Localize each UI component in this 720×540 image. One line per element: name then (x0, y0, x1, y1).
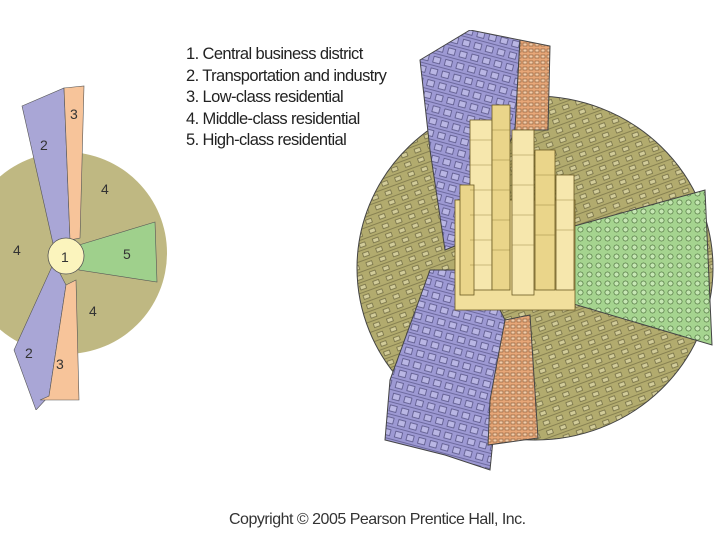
label-cbd: 1 (61, 249, 69, 265)
cbd-zone (454, 104, 576, 311)
city-illustration (356, 30, 714, 471)
copyright-notice: Copyright © 2005 Pearson Prentice Hall, … (229, 511, 526, 528)
label-middle-left: 4 (13, 242, 21, 258)
label-middle-upper-right: 4 (101, 181, 109, 197)
legend-item: 2. Transportation and industry (186, 66, 387, 85)
cbd-sector (47, 237, 85, 275)
zone-legend: 1. Central business district 2. Transpor… (186, 44, 387, 152)
low-class-sector-top (63, 85, 85, 241)
legend-item: 1. Central business district (186, 45, 363, 63)
legend-item: 3. Low-class residential (186, 88, 344, 106)
low-class-sector-bottom (39, 279, 80, 401)
legend-item: 5. High-class residential (186, 131, 347, 149)
transport-sector-bottom (13, 261, 67, 410)
low-class-zone-top (514, 39, 551, 131)
label-low-bottom: 3 (56, 356, 64, 372)
low-class-zone-bottom (487, 314, 539, 446)
label-transport-bottom: 2 (25, 345, 33, 361)
label-middle-lower-right: 4 (89, 303, 97, 319)
label-high: 5 (123, 246, 131, 262)
label-low-top: 3 (70, 106, 78, 122)
legend-item: 4. Middle-class residential (186, 109, 360, 128)
label-transport-top: 2 (40, 137, 48, 153)
sector-model-diagram: 1 2 2 3 3 4 4 4 5 (0, 85, 167, 410)
